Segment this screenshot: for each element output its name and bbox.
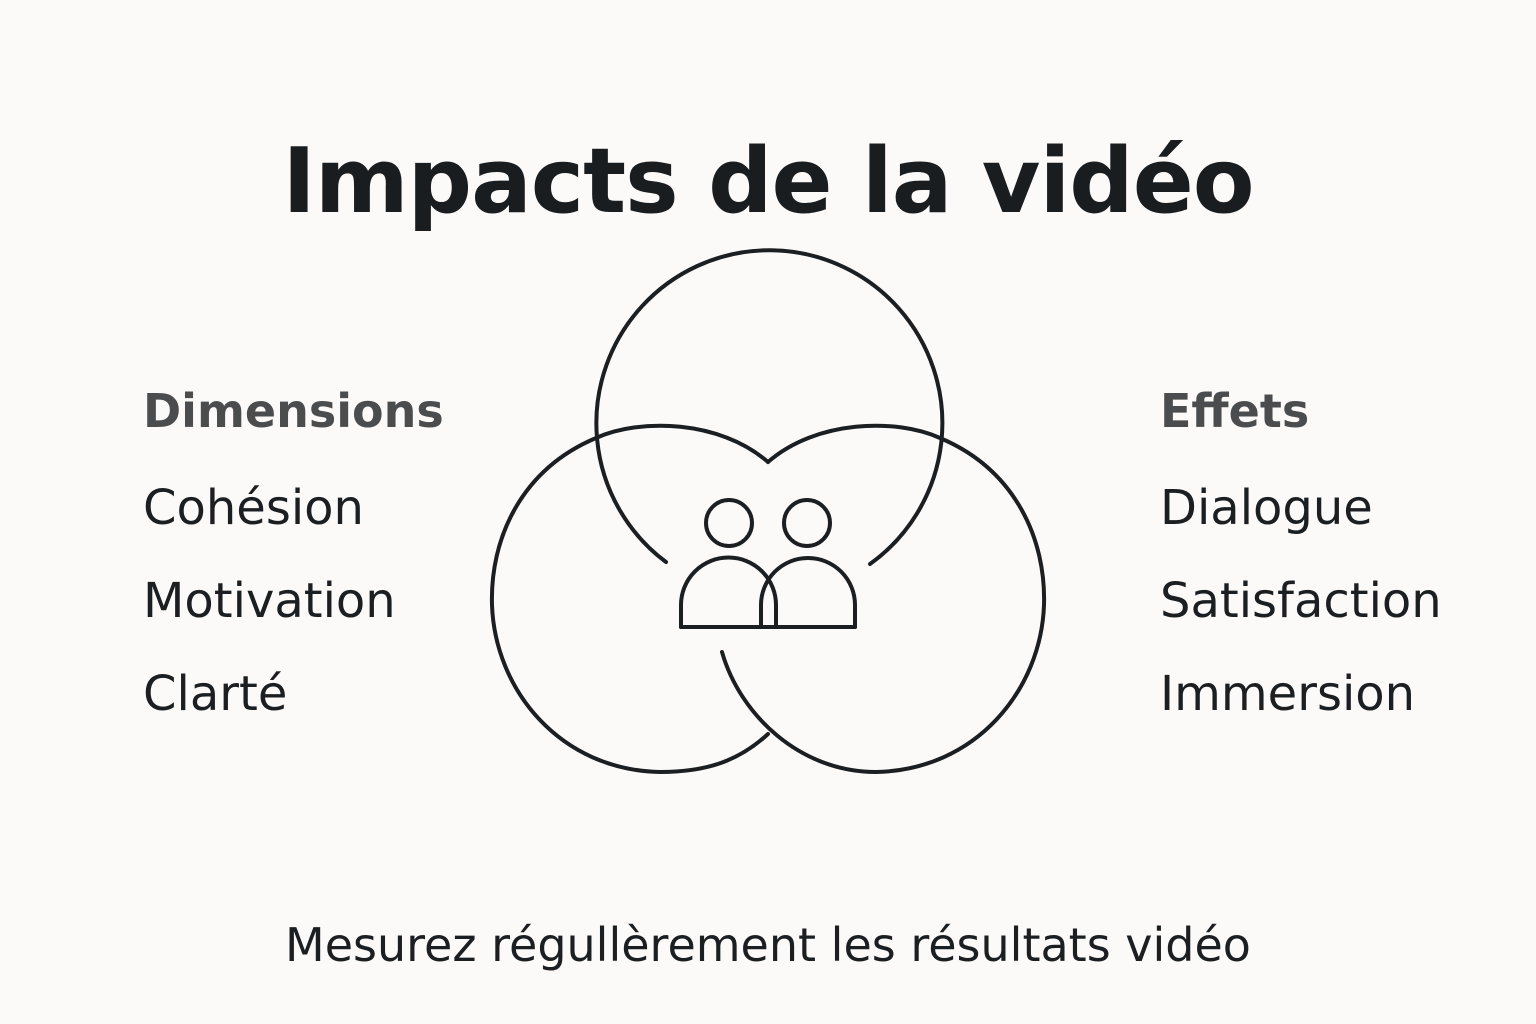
dimension-item: Cohésion <box>143 480 364 536</box>
dimension-item: Clarté <box>143 666 288 722</box>
dimensions-list: Cohésion Motivation Clarté <box>143 462 444 741</box>
person-head-right <box>782 498 832 548</box>
effects-column: Effets Dialogue Satisfaction Immersion <box>1160 380 1442 741</box>
effect-item: Dialogue <box>1160 480 1373 536</box>
effects-list: Dialogue Satisfaction Immersion <box>1160 462 1442 741</box>
dimensions-heading: Dimensions <box>143 384 444 438</box>
group-of-people-icon <box>679 498 857 629</box>
page-title: Impacts de la vidéo <box>282 129 1254 235</box>
footer-note: Mesurez régullèrement les résultats vidé… <box>285 918 1251 972</box>
effects-heading: Effets <box>1160 384 1310 438</box>
person-body-right <box>759 556 857 629</box>
effect-item: Immersion <box>1160 666 1416 722</box>
person-head-left <box>704 498 754 548</box>
dimensions-column: Dimensions Cohésion Motivation Clarté <box>143 380 444 741</box>
venn-circle-right <box>720 423 1047 774</box>
dimension-item: Motivation <box>143 573 396 629</box>
effect-item: Satisfaction <box>1160 573 1442 629</box>
venn-circle-top <box>594 248 945 566</box>
venn-diagram <box>489 248 1047 774</box>
venn-circle-left <box>489 423 770 774</box>
person-body-left <box>679 555 778 629</box>
